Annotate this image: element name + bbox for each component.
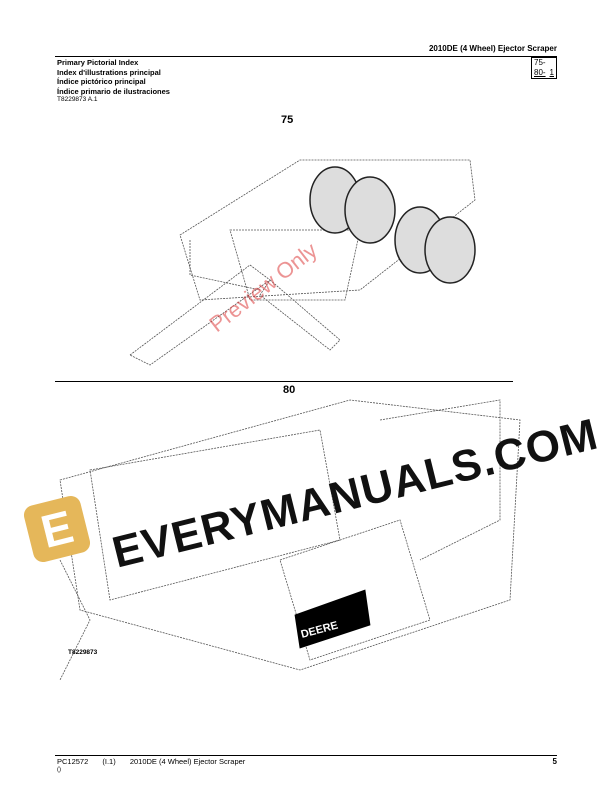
title-en: Primary Pictorial Index — [57, 58, 139, 67]
footer-title: 2010DE (4 Wheel) Ejector Scraper — [129, 757, 246, 766]
index-section[interactable]: 80- — [534, 68, 546, 77]
header-title: 2010DE (4 Wheel) Ejector Scraper — [428, 44, 557, 53]
section-label-80[interactable]: 80 — [283, 384, 296, 396]
wheels — [309, 166, 476, 284]
title-fr: Index d'illustrations principal — [57, 67, 161, 77]
footer-rule — [55, 755, 557, 756]
footer: PC12572 (I.1) 2010DE (4 Wheel) Ejector S… — [57, 757, 257, 766]
index-page: 1 — [549, 68, 554, 77]
index-box: 75- 80-1 — [531, 57, 557, 79]
footer-rev: (I.1) — [102, 757, 116, 766]
header-rule — [55, 56, 557, 57]
page-titles: Primary Pictorial Index Index d'illustra… — [57, 58, 170, 96]
page-number: 5 — [552, 757, 557, 766]
section-separator — [55, 381, 513, 382]
deere-decal: DEERE — [294, 589, 371, 649]
figure-ref: T8229873 — [68, 649, 98, 656]
footer-doc: PC12572 — [57, 757, 89, 766]
ref-code: T8229873 A.1 — [57, 96, 98, 103]
title-pt: Índice pictórico principal — [57, 77, 146, 86]
index-section[interactable]: 75- — [534, 58, 546, 67]
section-label-75[interactable]: 75 — [281, 114, 294, 126]
scraper-drawing-80 — [59, 399, 521, 681]
footer-sub: () — [57, 767, 61, 773]
title-es: Índice primario de ilustraciones — [57, 86, 170, 96]
scraper-drawing-75 — [129, 159, 476, 366]
